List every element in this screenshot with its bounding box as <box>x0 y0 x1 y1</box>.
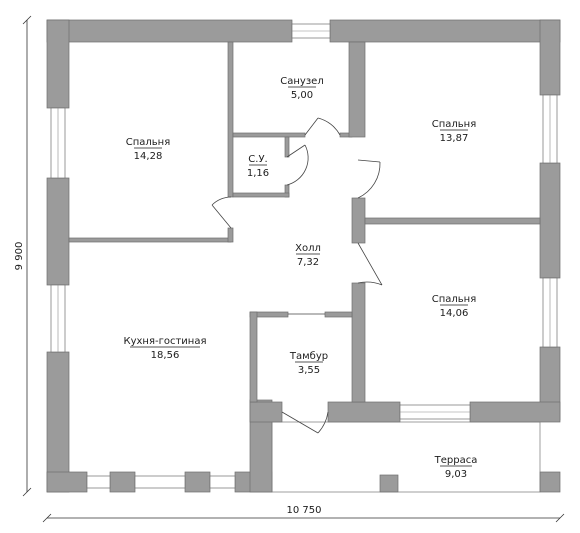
wall-left-middle <box>46 177 70 286</box>
room-label-vestibule: Тамбур <box>289 351 328 362</box>
wall-bedroom1-right <box>227 41 234 198</box>
wall-bedroom1-right-low <box>227 227 234 243</box>
room-area-vestibule: 3,55 <box>298 365 320 376</box>
room-label-hall: Холл <box>295 243 321 254</box>
door-bedroom3 <box>357 242 383 286</box>
dimension-height: 9 900 <box>14 15 32 497</box>
room-area-bathroom: 5,00 <box>291 90 313 101</box>
wall-wc-bottom <box>232 192 290 198</box>
wall-bedroom3-bottom-right <box>469 401 561 423</box>
room-area-bedroom-2: 13,87 <box>440 133 469 144</box>
door-wc <box>286 144 309 186</box>
room-label-bedroom-2: Спальня <box>432 119 477 130</box>
terrace-outline <box>271 421 541 493</box>
room-area-hall: 7,32 <box>297 257 319 268</box>
room-area-kitchen: 18,56 <box>151 350 180 361</box>
terrace-post-right <box>539 471 561 493</box>
door-entrance <box>281 411 329 434</box>
doors <box>211 117 383 434</box>
window-bottom-2 <box>134 475 186 489</box>
room-area-wc: 1,16 <box>247 168 269 179</box>
wall-bottom-3 <box>184 471 211 493</box>
wall-bedroom2-left-low <box>351 197 366 244</box>
room-area-bedroom-3: 14,06 <box>440 308 469 319</box>
wall-top-right <box>329 19 561 43</box>
dimension-width: 10 750 <box>42 505 565 523</box>
wall-bedroom2-bottom <box>364 217 541 225</box>
wall-bath-right <box>348 41 366 138</box>
wall-kitchen-right-upper <box>249 311 258 403</box>
wall-bedroom3-left <box>351 282 366 403</box>
wall-left-lower <box>46 351 70 493</box>
wall-bottom-2 <box>109 471 136 493</box>
windows <box>50 23 558 489</box>
door-bathroom <box>304 117 341 136</box>
wall-top-left <box>46 19 293 43</box>
room-area-bedroom-1: 14,28 <box>134 151 163 162</box>
room-area-terrace: 9,03 <box>445 469 467 480</box>
watermark-text: домклик <box>52 499 119 514</box>
wall-hall-bottom-right <box>324 311 353 318</box>
room-label-wc: С.У. <box>248 154 267 165</box>
door-bedroom2 <box>357 159 381 199</box>
room-label-bathroom: Санузел <box>280 76 323 87</box>
room-label-kitchen: Кухня-гостиная <box>124 336 207 347</box>
walls <box>46 19 561 493</box>
watermark: домклик <box>31 496 119 514</box>
window-bottom-3 <box>209 475 236 489</box>
room-labels: Спальня 14,28 Санузел 5,00 Спальня 13,87… <box>124 76 478 480</box>
dimension-height-label: 9 900 <box>14 242 25 271</box>
wall-vestibule-bottom-left <box>249 401 283 423</box>
room-label-bedroom-1: Спальня <box>126 137 171 148</box>
terrace-post-left <box>379 474 399 493</box>
window-bottom-1 <box>86 475 111 489</box>
dimension-width-label: 10 750 <box>287 505 322 516</box>
watermark-logo-icon <box>31 496 49 514</box>
wall-right-middle <box>539 162 561 279</box>
wall-wc-right <box>284 136 290 158</box>
room-label-bedroom-3: Спальня <box>432 294 477 305</box>
wall-bath-bottom <box>232 132 306 138</box>
wall-bottom-1 <box>46 471 88 493</box>
wall-bedroom1-bottom <box>68 237 232 243</box>
door-bedroom1 <box>211 196 232 229</box>
room-label-terrace: Терраса <box>434 455 478 466</box>
wall-left-upper <box>46 19 70 109</box>
wall-vestibule-bottom-right <box>327 401 401 423</box>
wall-right-upper <box>539 19 561 96</box>
